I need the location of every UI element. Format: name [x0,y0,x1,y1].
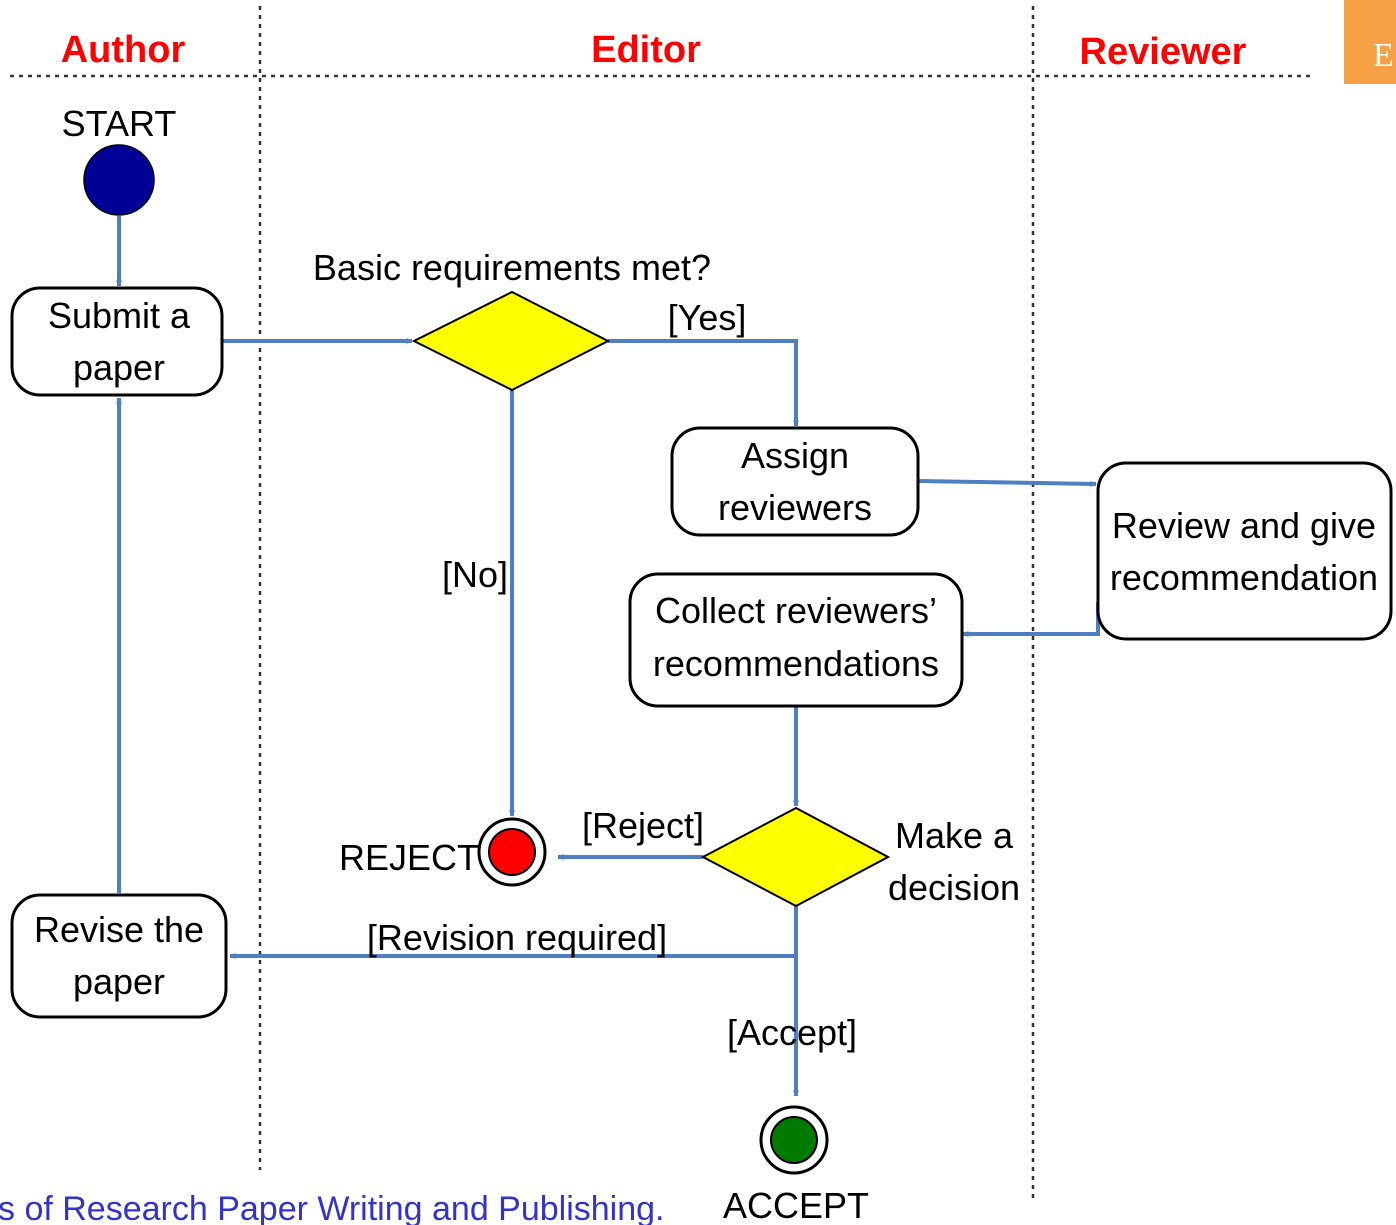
edge-assign-to-review [917,479,1097,487]
basic-requirements-label: Basic requirements met? [313,247,711,288]
decision-basic-requirements [411,290,611,392]
review-recommend-line2: recommendation [1110,557,1378,598]
accept-end-node [770,1116,818,1164]
accept-label: ACCEPT [723,1185,869,1225]
publisher-logo: E [1344,0,1396,84]
revise-paper-line2: paper [73,961,165,1002]
activity-submit-paper [10,286,224,397]
assign-reviewers-line2: reviewers [718,487,872,528]
logo-letter: E [1373,37,1394,74]
activity-review-recommend [1096,461,1393,641]
decision-make-decision [700,806,891,908]
lane-title-reviewer: Reviewer [1080,31,1247,73]
submit-paper-line1: Submit a [48,295,191,336]
edge-review-to-collect [962,602,1100,637]
lane-title-editor: Editor [591,29,701,71]
edge-label-accept: [Accept] [727,1012,857,1053]
collect-recommendations-line1: Collect reviewers’ [655,590,937,631]
edge-label-yes: [Yes] [668,297,747,338]
review-recommend-line1: Review and give [1112,505,1376,546]
make-decision-line1: Make a [895,815,1014,856]
reject-end-node [488,828,536,876]
revise-paper-line1: Revise the [34,909,204,950]
activity-revise-paper [10,893,228,1019]
activity-collect-recommendations [628,572,964,708]
lane-title-author: Author [61,29,186,71]
edge-label-reject: [Reject] [582,805,704,846]
submit-paper-line2: paper [73,347,165,388]
edge-yes-to-assign [608,339,799,427]
collect-recommendations-line2: recommendations [653,643,939,684]
logo-background [1344,0,1396,84]
start-node [83,144,155,216]
footer-citation: s of Research Paper Writing and Publishi… [0,1190,665,1225]
reject-label: REJECT [339,837,479,878]
activity-assign-reviewers [670,426,920,537]
start-label: START [62,103,177,144]
edge-label-no: [No] [442,554,508,595]
edge-label-revision-required: [Revision required] [367,917,667,958]
assign-reviewers-line1: Assign [741,435,849,476]
make-decision-line2: decision [888,867,1020,908]
